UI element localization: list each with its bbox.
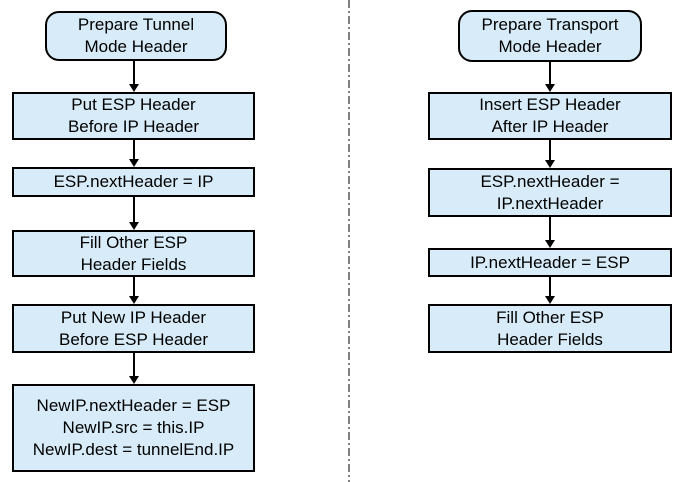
arrow-down — [128, 277, 140, 304]
arrow-head-icon — [545, 240, 555, 248]
arrow-down — [128, 140, 140, 167]
node-insert-esp-header-after-ip-header: Insert ESP Header After IP Header — [428, 92, 672, 140]
arrow-head-icon — [129, 376, 139, 384]
arrow-head-icon — [545, 296, 555, 304]
node-prepare-tunnel-mode-header: Prepare Tunnel Mode Header — [45, 11, 227, 61]
arrow-down — [128, 353, 140, 384]
arrow-head-icon — [129, 84, 139, 92]
node-line: Prepare Transport — [481, 15, 619, 34]
arrow-head-icon — [545, 84, 555, 92]
node-line: ESP.nextHeader = — [480, 171, 620, 191]
node-line: Header Fields — [80, 254, 187, 274]
arrow-line — [549, 277, 551, 296]
node-line: Put New IP Header — [60, 307, 207, 327]
arrow-line — [133, 353, 135, 376]
node-line: NewIP.src = this.IP — [62, 418, 205, 437]
column-divider — [348, 0, 350, 482]
arrow-line — [549, 217, 551, 240]
node-ip-nextheader-equals-esp: IP.nextHeader = ESP — [428, 248, 672, 277]
node-line: Before IP Header — [67, 117, 200, 136]
node-line: NewIP.nextHeader = ESP — [36, 396, 231, 415]
node-line: Fill Other ESP — [496, 307, 604, 327]
node-line: Prepare Tunnel — [77, 15, 195, 34]
node-newip-assignments: NewIP.nextHeader = ESP NewIP.src = this.… — [12, 384, 255, 472]
node-fill-other-esp-header-fields-transport: Fill Other ESP Header Fields — [428, 304, 672, 353]
arrow-line — [133, 61, 135, 84]
node-put-esp-header-before-ip-header: Put ESP Header Before IP Header — [12, 92, 255, 140]
node-prepare-transport-mode-header: Prepare Transport Mode Header — [458, 10, 642, 62]
node-line: Mode Header — [498, 37, 602, 56]
node-line: Insert ESP Header — [479, 95, 621, 114]
arrow-down — [128, 61, 140, 92]
node-line: Fill Other ESP — [79, 232, 188, 252]
node-esp-nextheader-equals-ip-nextheader: ESP.nextHeader = IP.nextHeader — [428, 168, 672, 217]
arrow-line — [549, 62, 551, 84]
node-line: ESP.nextHeader = IP — [53, 172, 214, 191]
arrow-head-icon — [129, 159, 139, 167]
arrow-head-icon — [545, 160, 555, 168]
arrow-line — [549, 140, 551, 160]
node-fill-other-esp-header-fields-tunnel: Fill Other ESP Header Fields — [12, 230, 255, 277]
node-line: NewIP.dest = tunnelEnd.IP — [32, 440, 235, 459]
node-line: Header Fields — [497, 329, 603, 349]
node-esp-nextheader-equals-ip: ESP.nextHeader = IP — [12, 167, 255, 197]
arrow-down — [544, 277, 556, 304]
arrow-line — [133, 277, 135, 296]
arrow-down — [544, 140, 556, 168]
arrow-line — [133, 197, 135, 222]
node-line: IP.nextHeader = ESP — [470, 252, 630, 272]
node-put-new-ip-header-before-esp-header: Put New IP Header Before ESP Header — [12, 304, 255, 353]
node-line: Mode Header — [84, 37, 188, 56]
arrow-down — [544, 62, 556, 92]
arrow-down — [128, 197, 140, 230]
arrow-head-icon — [129, 222, 139, 230]
node-line: Put ESP Header — [71, 95, 196, 114]
arrow-down — [544, 217, 556, 248]
node-line: After IP Header — [491, 117, 609, 136]
arrow-head-icon — [129, 296, 139, 304]
arrow-line — [133, 140, 135, 159]
node-line: IP.nextHeader — [496, 193, 604, 213]
node-line: Before ESP Header — [59, 329, 208, 349]
